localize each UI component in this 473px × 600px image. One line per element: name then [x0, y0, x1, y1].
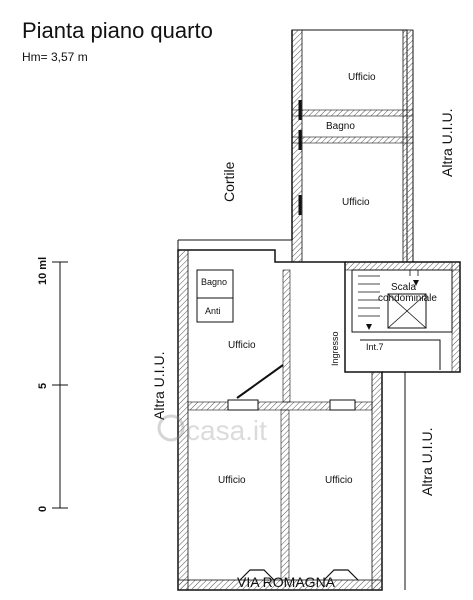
- height-note: Hm= 3,57 m: [22, 50, 88, 64]
- room-office-mid: Ufficio: [342, 197, 370, 208]
- room-office-bottom-right: Ufficio: [325, 475, 353, 486]
- room-office-bottom-left: Ufficio: [218, 475, 246, 486]
- upper-wing-walls: [291, 29, 414, 263]
- stair-block: [344, 261, 461, 373]
- room-office-top: Ufficio: [348, 72, 376, 83]
- scale-bar: 10 ml 5 0: [37, 257, 68, 512]
- watermark: casa.it: [157, 414, 267, 446]
- scale-label-5: 5: [37, 383, 49, 389]
- other-unit-label-top-right: Altra U.I.U.: [439, 109, 455, 177]
- room-bath-left: Bagno: [201, 277, 227, 287]
- scale-label-10: 10 ml: [37, 257, 49, 285]
- main-body-walls: [177, 249, 383, 591]
- stair-label-1: Scala: [391, 282, 416, 293]
- room-bath-top: Bagno: [326, 121, 355, 132]
- other-unit-label-left: Altra U.I.U.: [151, 352, 167, 420]
- plan-title: Pianta piano quarto: [22, 18, 213, 43]
- entrance-label: Ingresso: [330, 331, 340, 366]
- courtyard-label: Cortile: [221, 161, 237, 202]
- street-label: VIA ROMAGNA: [237, 574, 336, 590]
- unit-number-label: Int.7: [366, 342, 384, 352]
- other-unit-label-bottom-right: Altra U.I.U.: [419, 428, 435, 496]
- room-anti: Anti: [205, 306, 221, 316]
- scale-label-0: 0: [37, 506, 49, 512]
- right-lower-walls: [177, 239, 414, 590]
- watermark-text: casa.it: [186, 415, 267, 446]
- stair-label-2: condominiale: [378, 293, 437, 304]
- room-office-left: Ufficio: [228, 340, 256, 351]
